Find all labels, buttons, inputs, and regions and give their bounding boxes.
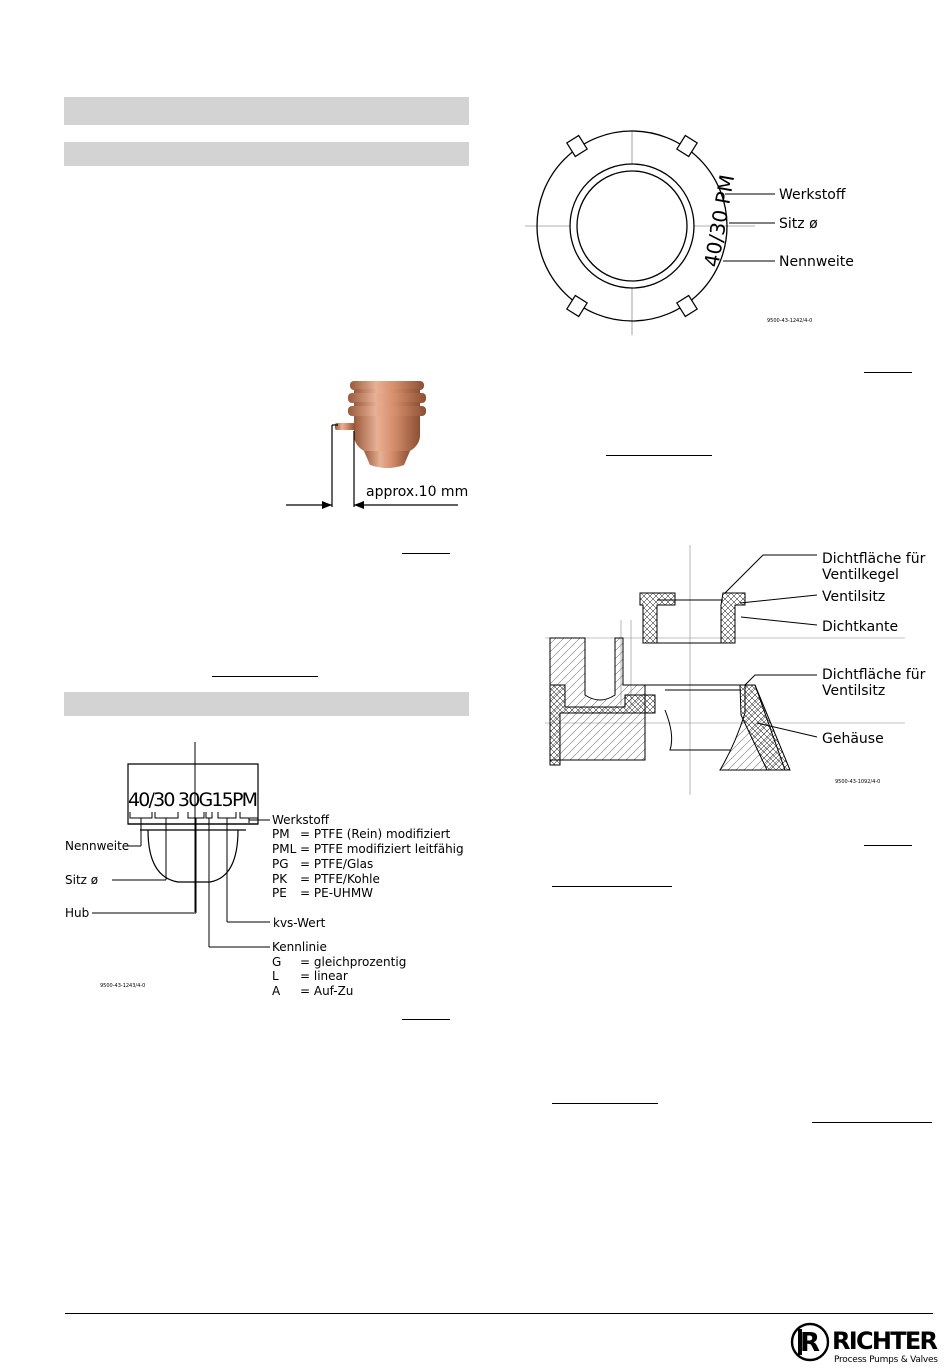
char-key: A bbox=[272, 984, 281, 998]
material-value: = PE-UHMW bbox=[300, 886, 373, 900]
material-value: = PTFE (Rein) modifiziert bbox=[300, 827, 451, 841]
label-kennlinie: Kennlinie bbox=[272, 940, 327, 954]
char-key: L bbox=[272, 969, 279, 983]
label-kvs: kvs-Wert bbox=[273, 916, 326, 930]
material-value: = PTFE modifiziert leitfähig bbox=[300, 842, 464, 856]
svg-text:R: R bbox=[800, 1328, 820, 1358]
label-nennweite: Nennweite bbox=[779, 254, 854, 270]
text-underline bbox=[552, 1103, 658, 1104]
label-sitz: Sitz ø bbox=[779, 216, 818, 232]
figure-reference: 9500-43-1242/4-0 bbox=[767, 318, 812, 324]
label-nennweite: Nennweite bbox=[65, 839, 129, 853]
text-underline bbox=[402, 1019, 450, 1020]
coding-figure: 40/30 30G15PM Nennweite Sitz ø Hub Werks… bbox=[65, 742, 464, 998]
label-seat: Ventilsitz bbox=[822, 589, 885, 605]
logo-name: RICHTER bbox=[832, 1327, 938, 1355]
label-werkstoff: Werkstoff bbox=[779, 187, 846, 203]
coding-marking: 40/30 30G15PM bbox=[128, 789, 258, 811]
subsection-header-bar bbox=[64, 692, 469, 716]
text-underline bbox=[812, 1122, 932, 1123]
material-key: PML bbox=[272, 842, 297, 856]
text-underline bbox=[864, 372, 912, 373]
char-key: G bbox=[272, 955, 281, 969]
plug-figure: approx.10 mm bbox=[286, 381, 468, 509]
figure-reference: 9500-43-1243/4-0 bbox=[100, 983, 145, 989]
label-sitz: Sitz ø bbox=[65, 873, 98, 887]
section-header-bar bbox=[64, 97, 469, 125]
logo-tagline: Process Pumps & Valves bbox=[834, 1355, 938, 1365]
label-housing: Gehäuse bbox=[822, 731, 884, 747]
material-key: PK bbox=[272, 872, 288, 886]
char-value: = linear bbox=[300, 969, 348, 983]
material-value: = PTFE/Glas bbox=[300, 857, 373, 871]
char-value: = gleichprozentig bbox=[300, 955, 406, 969]
text-underline bbox=[864, 845, 912, 846]
material-key: PM bbox=[272, 827, 290, 841]
char-value: = Auf-Zu bbox=[300, 984, 353, 998]
text-underline bbox=[402, 553, 450, 554]
label-seal-seat-2: Ventilsitz bbox=[822, 683, 885, 699]
label-seal-plug-1: Dichtfläche für bbox=[822, 551, 926, 567]
richter-logo: R RICHTER Process Pumps & Valves bbox=[790, 1322, 938, 1365]
section-figure: Dichtfläche für Ventilkegel Ventilsitz D… bbox=[545, 545, 926, 795]
figure-reference: 9500-43-1092/4-0 bbox=[835, 779, 880, 785]
text-underline bbox=[606, 455, 712, 456]
label-hub: Hub bbox=[65, 906, 89, 920]
seat-marking-figure: 40/30 PM Werkstoff Sitz ø Nennweite 9500… bbox=[525, 130, 854, 335]
seat-marking-text: 40/30 PM bbox=[699, 173, 739, 269]
dimension-label: approx.10 mm bbox=[366, 484, 468, 500]
text-underline bbox=[552, 886, 672, 887]
text-underline bbox=[212, 676, 318, 677]
label-werkstoff: Werkstoff bbox=[272, 813, 330, 827]
label-edge: Dichtkante bbox=[822, 619, 898, 635]
label-seal-plug-2: Ventilkegel bbox=[822, 567, 899, 583]
material-key: PG bbox=[272, 857, 289, 871]
label-seal-seat-1: Dichtfläche für bbox=[822, 667, 926, 683]
material-key: PE bbox=[272, 886, 287, 900]
footer-rule bbox=[65, 1313, 933, 1314]
subsection-header-bar bbox=[64, 142, 469, 166]
material-value: = PTFE/Kohle bbox=[300, 872, 380, 886]
